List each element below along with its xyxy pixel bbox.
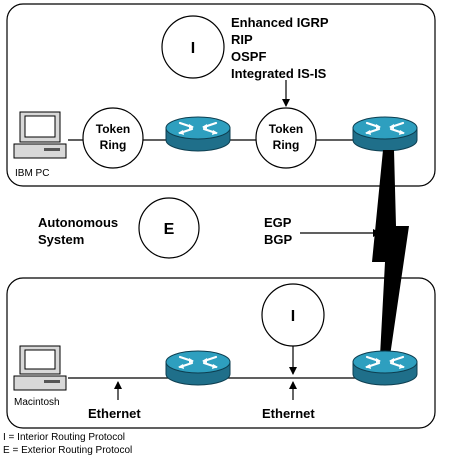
token-ring-2-label-line2: Ring <box>273 138 300 152</box>
ethernet-label-2: Ethernet <box>262 406 315 421</box>
router-icon-top-middle <box>164 115 232 153</box>
token-ring-2-label-line1: Token <box>269 122 303 136</box>
exterior-protocol-egp: EGP <box>264 215 292 230</box>
macintosh-label: Macintosh <box>14 397 60 408</box>
ethernet-label-1: Ethernet <box>88 406 141 421</box>
ibm-pc-label: IBM PC <box>15 168 49 179</box>
router-icon-top-right <box>351 115 419 153</box>
protocol-item-ospf: OSPF <box>231 49 266 64</box>
top-network-panel <box>6 3 436 187</box>
ibm-pc-icon <box>13 111 67 159</box>
macintosh-icon <box>13 345 67 391</box>
legend-interior: I = Interior Routing Protocol <box>3 432 125 443</box>
token-ring-1 <box>82 107 144 169</box>
router-icon-bottom-middle <box>164 349 232 387</box>
legend-exterior: E = Exterior Routing Protocol <box>3 445 132 456</box>
autonomous-system-label-line1: Autonomous <box>38 215 118 230</box>
protocol-item-isis: Integrated IS-IS <box>231 66 327 81</box>
exterior-badge-letter: E <box>164 221 175 238</box>
token-ring-2 <box>255 107 317 169</box>
autonomous-system-label-line2: System <box>38 232 84 247</box>
interior-badge-top <box>161 15 225 79</box>
bottom-network-panel <box>6 277 436 429</box>
router-icon-bottom-right <box>351 349 419 387</box>
token-ring-1-label-line1: Token <box>96 122 130 136</box>
exterior-badge <box>138 197 200 259</box>
wan-link-bolt <box>372 150 409 356</box>
interior-badge-bottom-letter: I <box>291 308 295 325</box>
interior-badge-top-letter: I <box>191 40 195 57</box>
protocol-item-eigrp: Enhanced IGRP <box>231 15 329 30</box>
protocol-item-rip: RIP <box>231 32 253 47</box>
token-ring-1-label-line2: Ring <box>100 138 127 152</box>
exterior-protocol-bgp: BGP <box>264 232 293 247</box>
